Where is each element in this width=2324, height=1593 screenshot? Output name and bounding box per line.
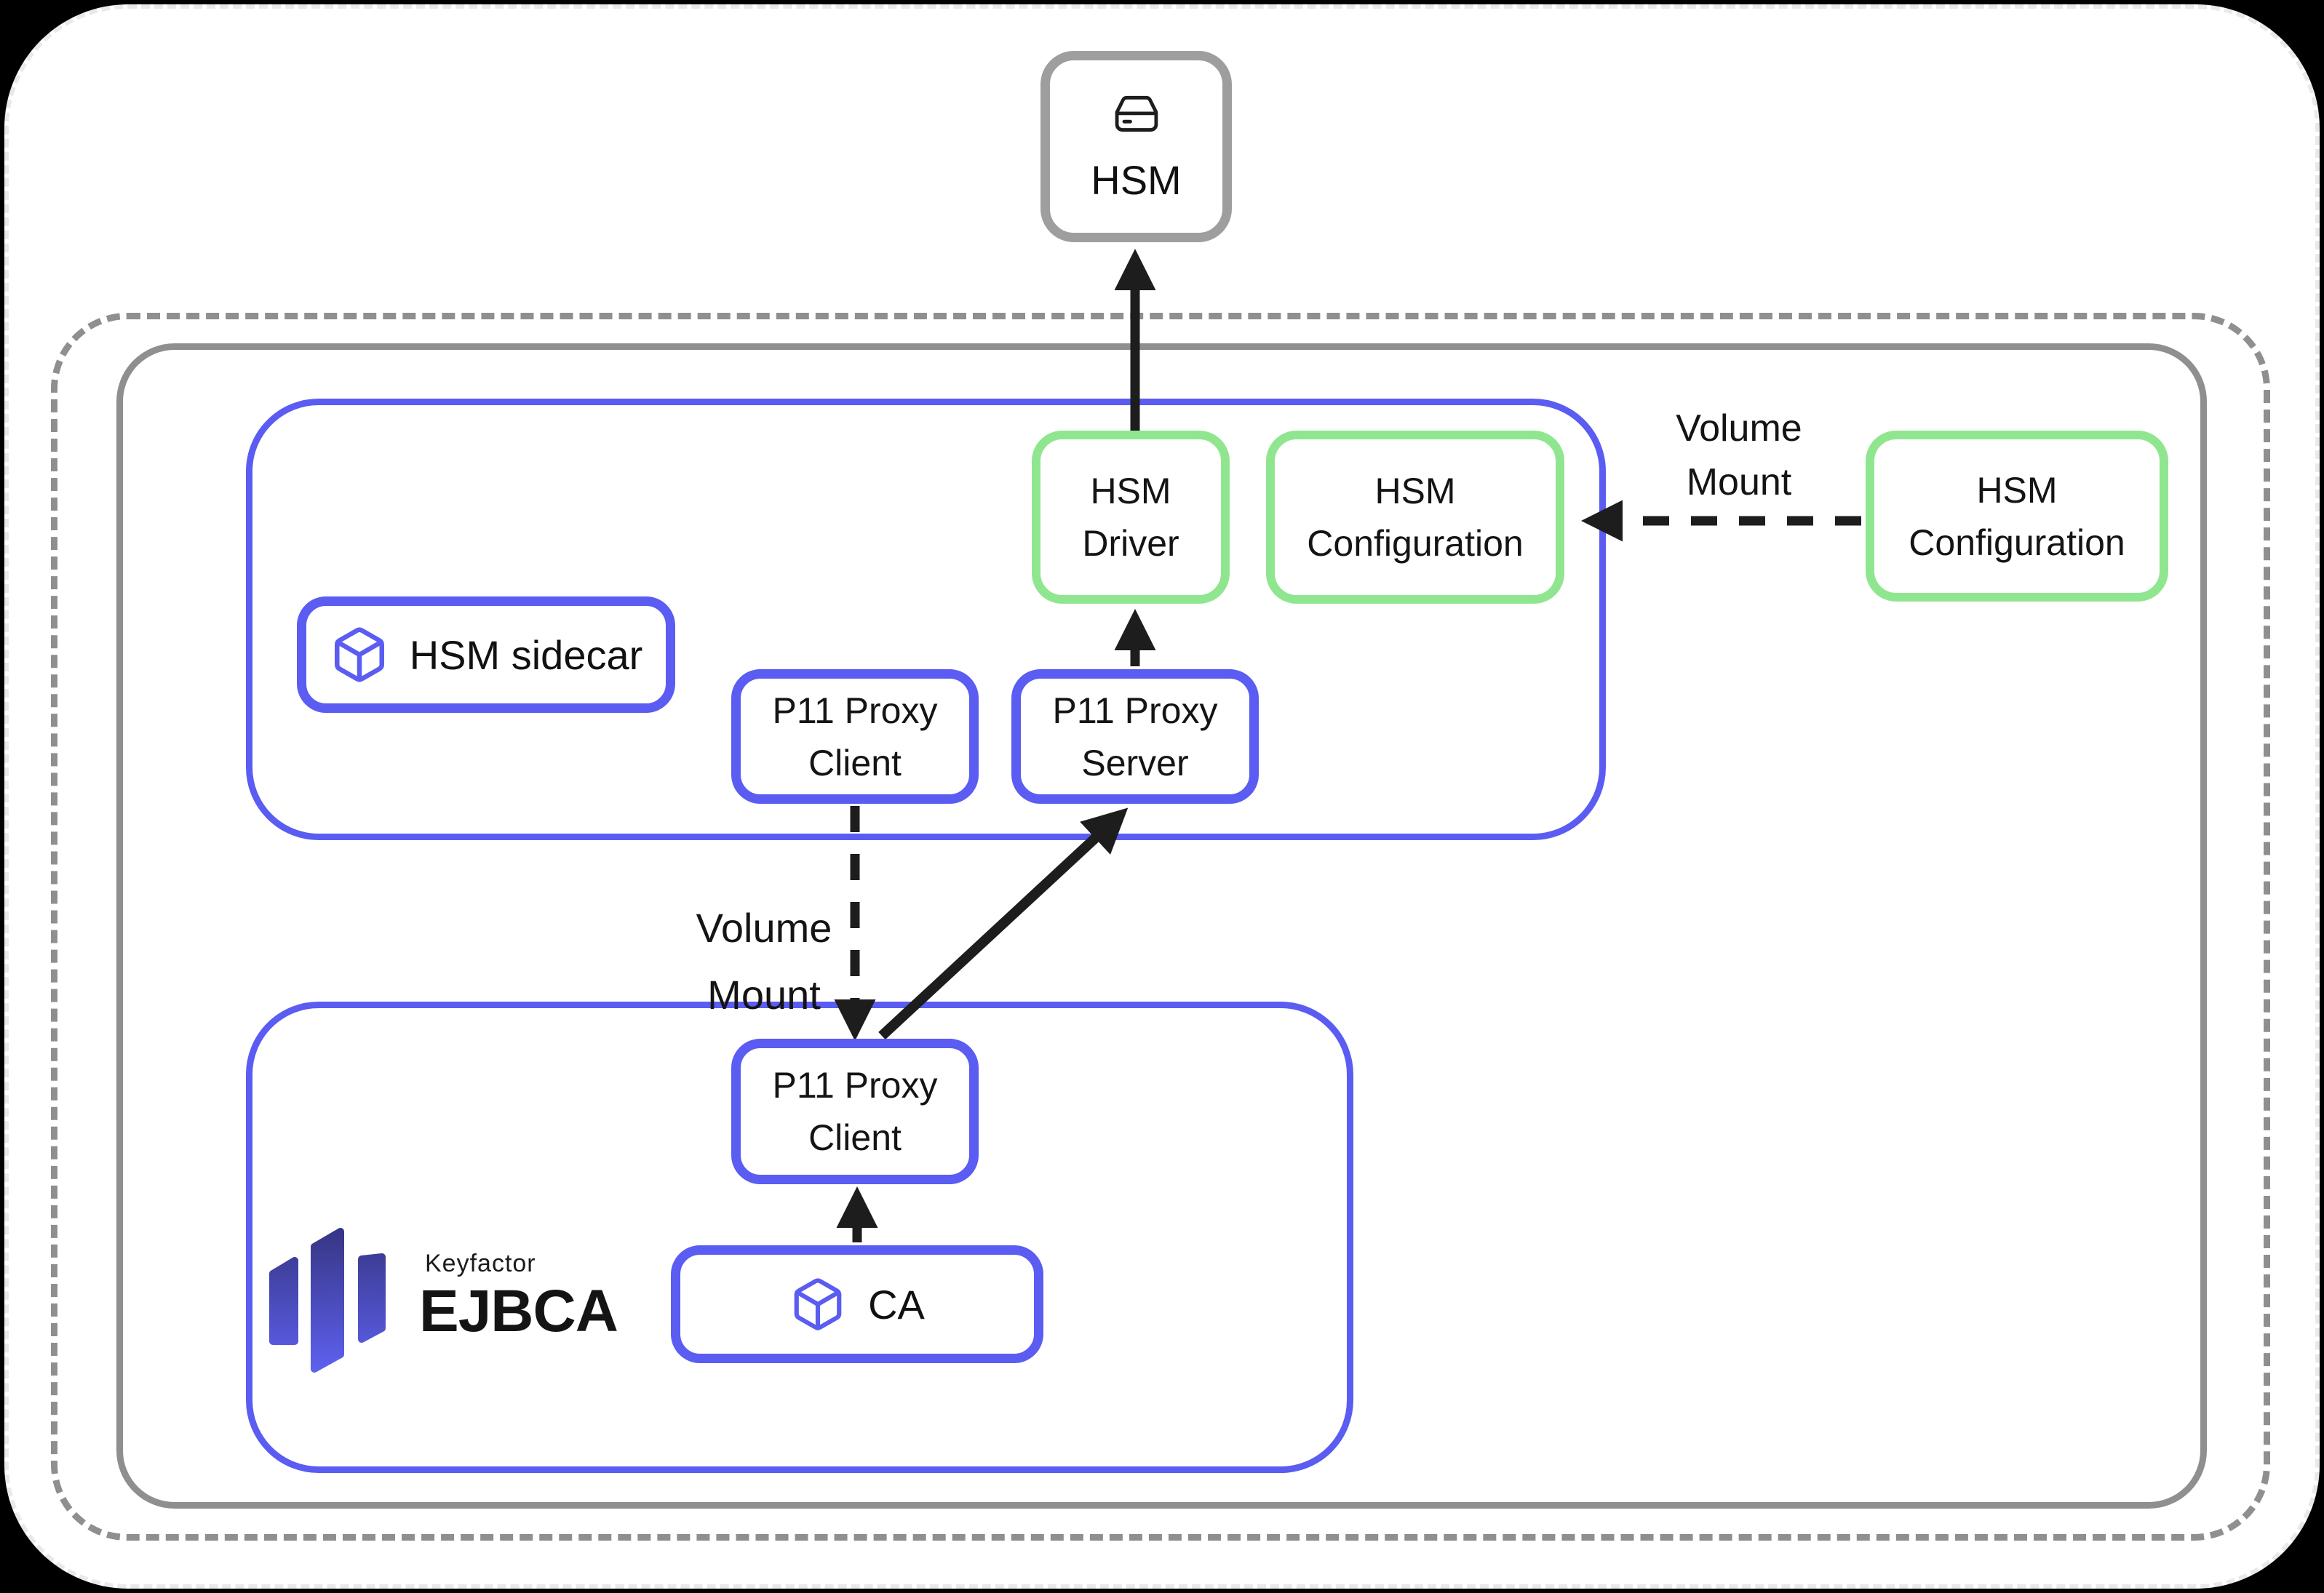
hsm-configuration-external-box: HSM Configuration — [1866, 431, 2168, 602]
cube-icon — [794, 1278, 842, 1330]
hsm-node: HSM — [1040, 51, 1232, 242]
keyfactor-bars-icon — [269, 1228, 386, 1373]
ca-label: CA — [868, 1281, 925, 1328]
outer-dashed-boundary — [51, 313, 2270, 1541]
hsm-sidecar-title-box: HSM sidecar — [297, 596, 675, 713]
hsm-configuration-external-line2: Configuration — [1909, 522, 2125, 563]
p11-proxy-client-ejbca-line1: P11 Proxy — [772, 1065, 938, 1106]
hsm-configuration-sidecar-line2: Configuration — [1307, 523, 1524, 564]
p11-proxy-client-ejbca-box: P11 Proxy Client — [731, 1039, 979, 1184]
p11-proxy-server-box: P11 Proxy Server — [1011, 669, 1259, 804]
logo-product-text: EJBCA — [419, 1278, 618, 1344]
p11-proxy-server-line2: Server — [1081, 742, 1189, 783]
volume-mount-label-internal: Volume Mount — [655, 895, 873, 1029]
p11-proxy-server-line1: P11 Proxy — [1052, 690, 1218, 731]
hsm-configuration-sidecar-line1: HSM — [1374, 471, 1456, 511]
hsm-driver-label-line1: HSM — [1090, 471, 1171, 511]
hsm-configuration-sidecar-box: HSM Configuration — [1266, 431, 1564, 604]
keyfactor-ejbca-logo: Keyfactor EJBCA — [266, 1222, 618, 1382]
volume-mount-external-line1: Volume — [1676, 407, 1802, 450]
volume-mount-internal-line2: Mount — [707, 972, 821, 1018]
ejbca-pod-container — [246, 1002, 1353, 1473]
volume-mount-internal-line1: Volume — [696, 905, 832, 951]
p11-proxy-client-sidecar-line2: Client — [808, 742, 902, 783]
cube-icon — [334, 627, 384, 682]
ca-box: CA — [671, 1245, 1043, 1363]
hsm-sidecar-title-label: HSM sidecar — [409, 631, 643, 678]
p11-proxy-client-sidecar-line1: P11 Proxy — [772, 690, 938, 731]
p11-proxy-client-sidecar-box: P11 Proxy Client — [731, 669, 979, 804]
hsm-driver-label-line2: Driver — [1082, 523, 1179, 564]
hsm-driver-box: HSM Driver — [1032, 431, 1230, 604]
volume-mount-label-external: Volume Mount — [1630, 402, 1848, 509]
hsm-node-label: HSM — [1091, 157, 1182, 203]
logo-brand-text: Keyfactor — [425, 1250, 536, 1277]
cluster-boundary — [116, 343, 2207, 1509]
hard-drive-icon — [1115, 95, 1158, 132]
hsm-configuration-external-line1: HSM — [1976, 469, 2058, 511]
volume-mount-external-line2: Mount — [1686, 461, 1792, 503]
p11-proxy-client-ejbca-line2: Client — [808, 1117, 902, 1158]
